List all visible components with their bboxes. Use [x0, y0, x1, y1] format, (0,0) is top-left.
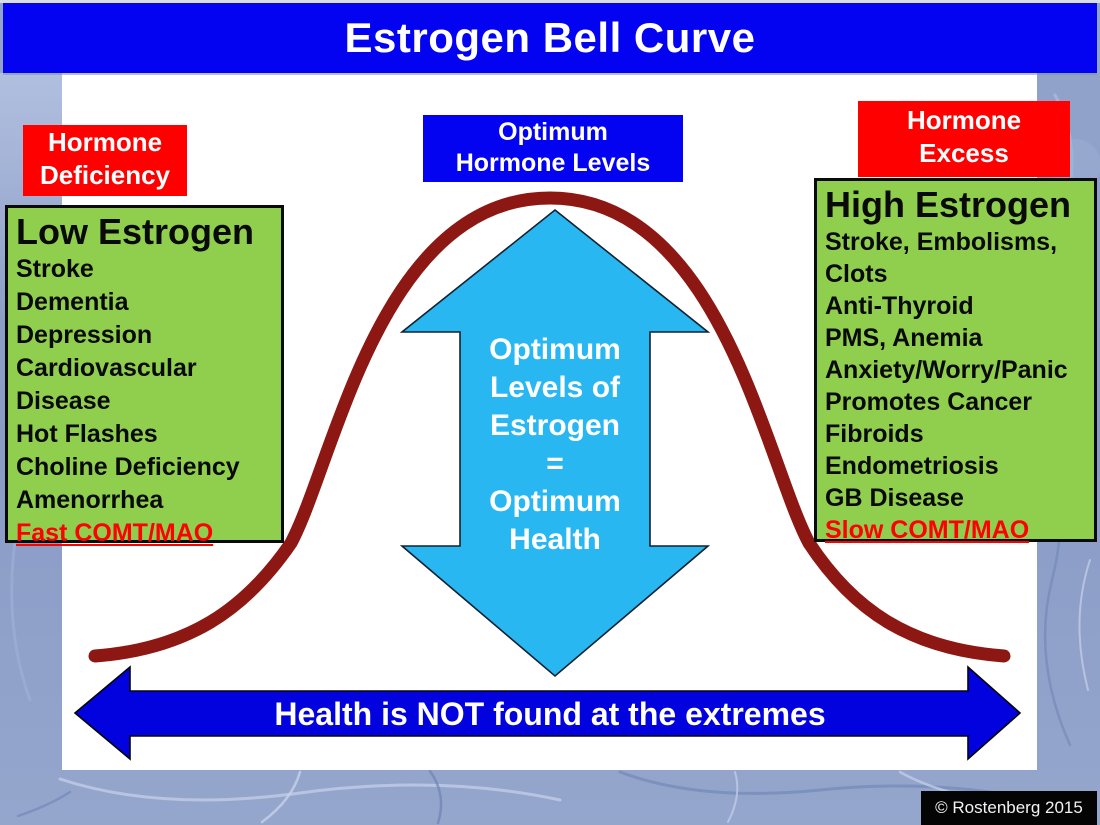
list-item: Choline Deficiency — [16, 453, 240, 481]
list-item: Promotes Cancer — [825, 388, 1033, 416]
hormone-deficiency-line1: Hormone — [47, 127, 163, 157]
hormone-excess-line2: Excess — [919, 138, 1009, 168]
optimum-hormone-label: Optimum Hormone Levels — [423, 115, 683, 182]
list-item: Endometriosis — [825, 452, 999, 480]
list-item: Stroke — [16, 255, 94, 283]
title-bar: Estrogen Bell Curve — [3, 3, 1097, 73]
optimum-levels-text: Optimum Levels of Estrogen = Optimum Hea… — [460, 331, 650, 559]
low-estrogen-box: Low Estrogen Stroke Dementia Depression … — [5, 205, 284, 547]
high-estrogen-box: High Estrogen Stroke, Embolisms, Clots A… — [814, 178, 1097, 544]
hormone-deficiency-line2: Deficiency — [39, 160, 171, 190]
arrow-text-line: Health — [509, 523, 601, 556]
arrow-text-line: = — [546, 447, 564, 480]
list-item: Depression — [16, 321, 153, 349]
arrow-text-line: Optimum — [489, 333, 621, 366]
optimum-hormone-line1: Optimum — [498, 118, 608, 146]
high-estrogen-title: High Estrogen — [825, 184, 1072, 225]
list-item: Anxiety/Worry/Panic — [825, 356, 1068, 384]
list-item: Stroke, Embolisms, Clots — [825, 228, 1058, 288]
slow-comt-mao-highlight: Slow COMT/MAO — [825, 516, 1030, 544]
hormone-deficiency-label: Hormone Deficiency — [23, 125, 187, 196]
list-item: Dementia — [16, 288, 129, 316]
list-item: Anti-Thyroid — [825, 292, 974, 320]
list-item: PMS, Anemia — [825, 324, 983, 352]
top-edge-strip — [0, 0, 1100, 3]
fast-comt-mao-highlight: Fast COMT/MAO — [16, 519, 214, 547]
up-down-arrow-shape — [399, 208, 711, 678]
extremes-text: Health is NOT found at the extremes — [274, 696, 826, 732]
list-item: GB Disease — [825, 484, 964, 512]
arrow-text-line: Optimum — [489, 485, 621, 518]
left-right-arrow-shape — [73, 665, 1022, 761]
arrow-text-line: Levels of — [489, 371, 621, 404]
list-item: Amenorrhea — [16, 486, 164, 514]
low-estrogen-title: Low Estrogen — [16, 211, 255, 252]
page-title: Estrogen Bell Curve — [344, 14, 756, 61]
list-item: Hot Flashes — [16, 420, 158, 448]
arrow-text-line: Estrogen — [489, 409, 621, 442]
optimum-hormone-line2: Hormone Levels — [455, 149, 651, 177]
hormone-excess-label: Hormone Excess — [858, 101, 1070, 177]
bell-curve-path — [88, 191, 1011, 663]
hormone-excess-line1: Hormone — [906, 105, 1022, 135]
list-item: Cardiovascular Disease — [16, 354, 197, 415]
copyright-badge: © Rostenberg 2015 — [921, 791, 1097, 825]
list-item: Fibroids — [825, 420, 924, 448]
